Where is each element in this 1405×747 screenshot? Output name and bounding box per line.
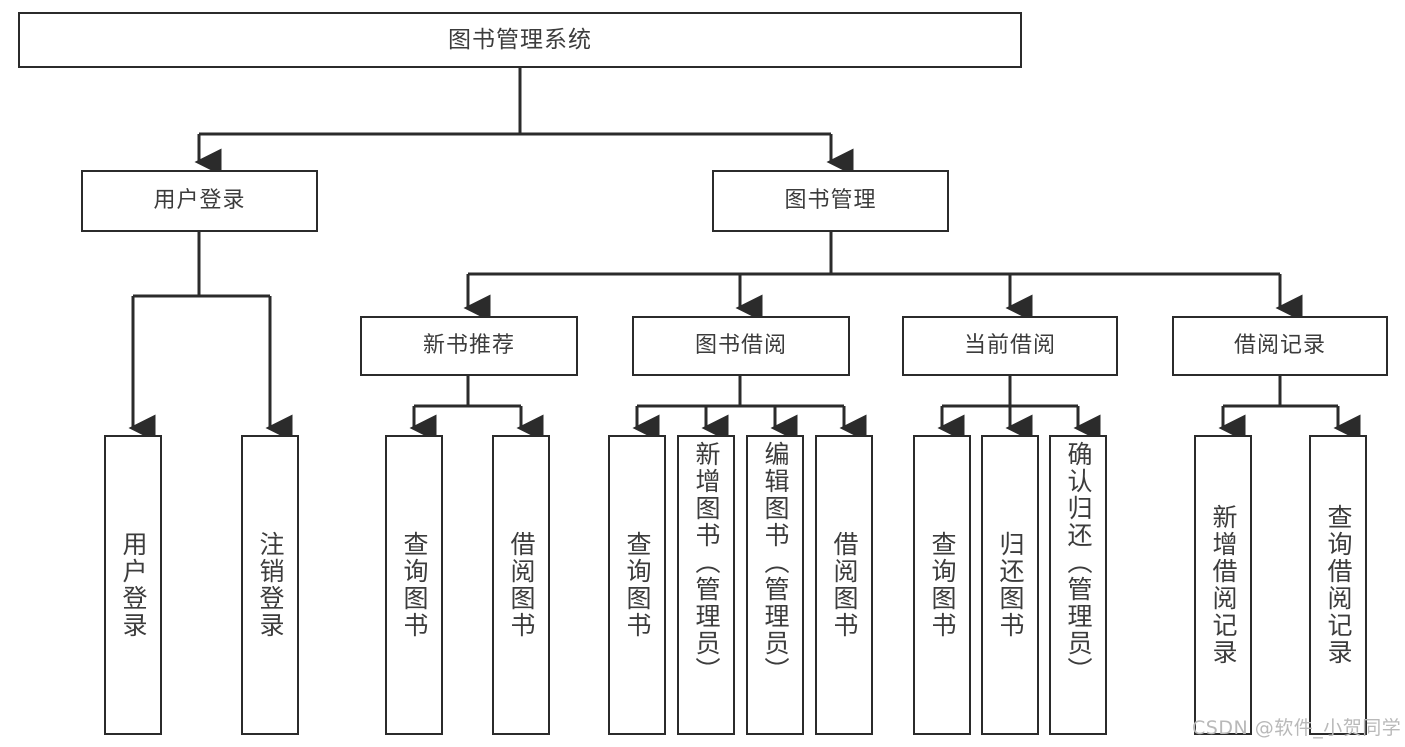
leaf-edit-book-admin[interactable]: 编辑图书（管理员） [746,435,804,735]
node-label: 当前借阅 [963,333,1056,358]
node-label: 注销登录 [256,531,285,639]
node-label: 借阅图书 [507,531,536,639]
leaf-query-book-recommend[interactable]: 查询图书 [385,435,443,735]
node-label: 新增图书（管理员） [692,441,721,684]
leaf-user-login[interactable]: 用户登录 [104,435,162,735]
node-label: 编辑图书（管理员） [761,441,790,684]
node-book-management[interactable]: 图书管理 [712,170,949,232]
node-label: 归还图书 [996,531,1025,639]
leaf-query-borrow-record[interactable]: 查询借阅记录 [1309,435,1367,735]
node-label: 查询图书 [928,531,957,639]
node-label: 新书推荐 [422,333,515,358]
leaf-add-book-admin[interactable]: 新增图书（管理员） [677,435,735,735]
node-label: 借阅记录 [1233,333,1326,358]
leaf-confirm-return-admin[interactable]: 确认归还（管理员） [1049,435,1107,735]
node-current-borrow[interactable]: 当前借阅 [902,316,1118,376]
leaf-query-book-current[interactable]: 查询图书 [913,435,971,735]
leaf-borrow-book[interactable]: 借阅图书 [815,435,873,735]
leaf-return-book[interactable]: 归还图书 [981,435,1039,735]
node-label: 查询图书 [623,531,652,639]
node-label: 确认归还（管理员） [1064,441,1093,684]
node-borrow-records[interactable]: 借阅记录 [1172,316,1388,376]
node-book-borrow[interactable]: 图书借阅 [632,316,850,376]
leaf-logout[interactable]: 注销登录 [241,435,299,735]
node-label: 图书管理系统 [448,26,592,53]
node-user-login[interactable]: 用户登录 [81,170,318,232]
leaf-add-borrow-record[interactable]: 新增借阅记录 [1194,435,1252,735]
node-label: 用户登录 [153,188,246,213]
node-new-book-recommend[interactable]: 新书推荐 [360,316,578,376]
leaf-borrow-book-recommend[interactable]: 借阅图书 [492,435,550,735]
node-label: 新增借阅记录 [1209,504,1238,666]
leaf-query-book-borrow[interactable]: 查询图书 [608,435,666,735]
node-root-system[interactable]: 图书管理系统 [18,12,1022,68]
node-label: 图书管理 [784,188,877,213]
node-label: 借阅图书 [830,531,859,639]
node-label: 图书借阅 [694,333,787,358]
csdn-watermark: CSDN @软件_小贺同学 [1192,717,1402,739]
node-label: 用户登录 [119,531,148,639]
node-label: 查询借阅记录 [1324,504,1353,666]
node-label: 查询图书 [400,531,429,639]
